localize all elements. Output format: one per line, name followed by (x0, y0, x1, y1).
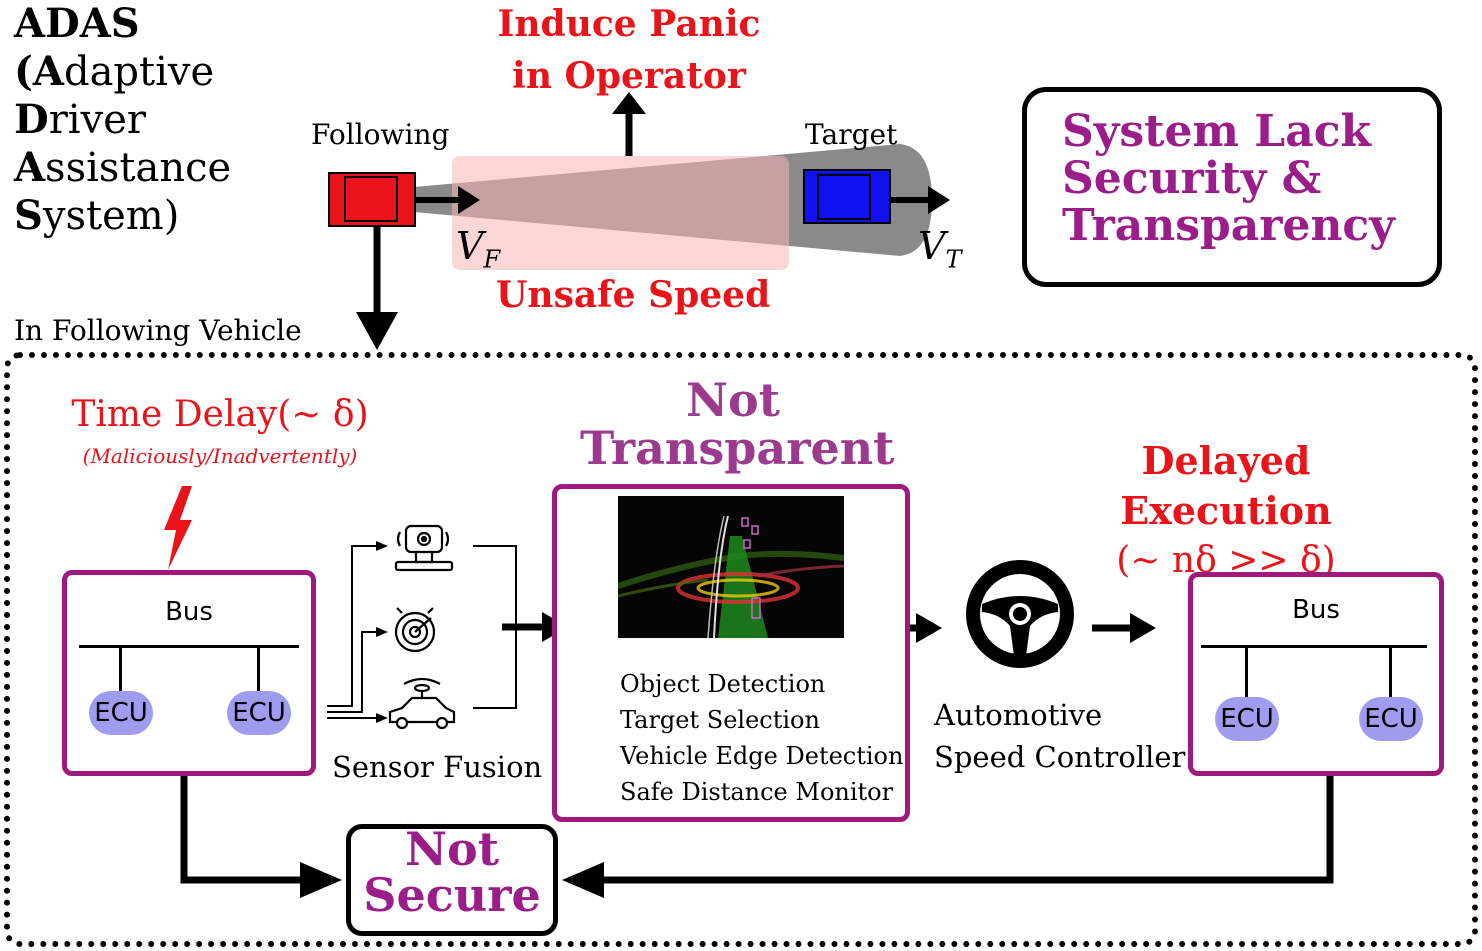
adas-line-1: ADAS (14, 0, 140, 47)
not-secure-line-1: Not (405, 822, 499, 876)
not-transparent-line-2: Transparent (580, 421, 895, 475)
perception-item-1: Object Detection (620, 670, 826, 698)
left-bus-drop-2 (257, 647, 260, 697)
delayed-execution-line-1: Delayed Execution (1120, 438, 1332, 533)
target-car-icon (803, 169, 891, 224)
left-bus-drop-1 (119, 647, 122, 697)
panic-line-1: Induce Panic (497, 3, 761, 45)
vt-label: VT (918, 224, 962, 274)
right-bus-drop-2 (1389, 647, 1392, 699)
right-bus-label: Bus (1292, 595, 1340, 625)
left-bus-line (79, 645, 299, 648)
perception-item-2: Target Selection (620, 706, 820, 734)
left-bus-box: Bus ECU ECU (62, 570, 316, 776)
perception-item-3: Vehicle Edge Detection (620, 742, 904, 770)
following-car-icon (328, 172, 416, 227)
radar-sensor-icon (394, 607, 436, 653)
unsafe-zone (452, 156, 789, 270)
system-lack-box (1022, 87, 1442, 287)
lidar-point-cloud-image (618, 496, 844, 638)
not-secure-box (346, 824, 558, 936)
time-delay-subtitle: (Maliciously/Inadvertently) (82, 444, 358, 468)
lidar-car-icon (388, 677, 456, 730)
system-lack-text: System Lack Security & Transparency (1062, 108, 1395, 249)
vf-label: VF (456, 224, 501, 274)
target-label: Target (805, 118, 898, 151)
steering-wheel-icon (966, 560, 1074, 668)
not-secure-line-2: Secure (363, 868, 541, 922)
right-bus-drop-1 (1245, 647, 1248, 699)
left-bus-label: Bus (165, 597, 213, 627)
perception-list: Object Detection Target Selection Vehicl… (620, 666, 903, 810)
lightning-bolt-icon (164, 486, 192, 570)
delayed-execution-label: Delayed Execution (∼ nδ >> δ) (1030, 436, 1422, 586)
following-label: Following (311, 118, 450, 151)
system-lack-line-2: Security & (1062, 153, 1322, 204)
adas-line-5: System) (14, 192, 180, 239)
perception-item-4: Safe Distance Monitor (620, 778, 894, 806)
left-ecu-2: ECU (227, 691, 291, 735)
following-vehicle-frame (4, 352, 1478, 947)
system-lack-line-1: System Lack (1062, 106, 1372, 157)
camera-sensor-icon (394, 524, 454, 572)
panic-line-2: in Operator (512, 55, 746, 97)
right-bus-box: Bus ECU ECU (1188, 572, 1444, 776)
adas-line-4: Assistance (14, 144, 232, 191)
adas-line-3: Driver (14, 96, 146, 143)
speed-controller-line-2: Speed Controller (934, 740, 1186, 774)
system-lack-line-3: Transparency (1062, 200, 1395, 251)
right-bus-line (1201, 645, 1427, 648)
speed-controller-line-1: Automotive (934, 698, 1103, 732)
adas-line-2: (Adaptive (14, 48, 215, 95)
left-ecu-1: ECU (89, 691, 153, 735)
not-transparent-line-1: Not (686, 373, 780, 427)
panic-label: Induce Panic in Operator (490, 0, 768, 102)
vehicle-label: In Following Vehicle (14, 314, 306, 347)
time-delay-title: Time Delay(∼ δ) (71, 394, 369, 435)
adas-title: ADAS (Adaptive Driver Assistance System) (14, 0, 231, 240)
right-ecu-1: ECU (1215, 697, 1279, 741)
right-ecu-2: ECU (1359, 697, 1423, 741)
not-transparent-label: Not Transparent (580, 373, 895, 475)
unsafe-speed-label: Unsafe Speed (496, 274, 771, 316)
speed-controller-label: Automotive Speed Controller (934, 694, 1185, 778)
sensor-fusion-label: Sensor Fusion (332, 750, 543, 784)
lidar-scene-graphic (618, 496, 844, 638)
not-secure-label: Not Secure (346, 826, 558, 918)
